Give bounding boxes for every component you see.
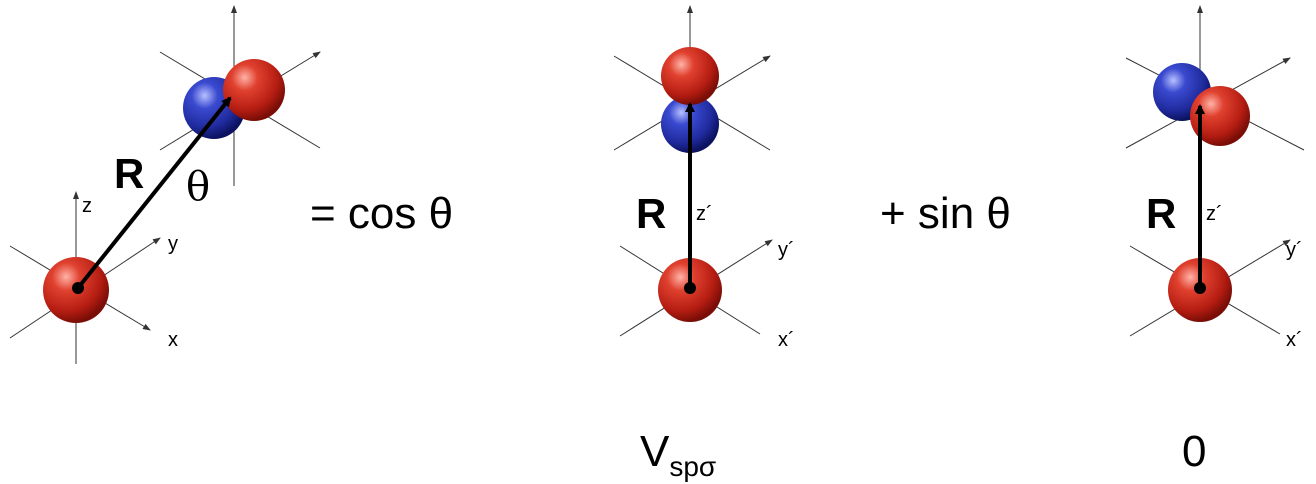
vector-label: R: [114, 150, 144, 197]
angle-label: θ: [186, 164, 210, 210]
bond-vector-arrow: [76, 96, 232, 290]
p-orbital-positive-lobe: [661, 47, 719, 105]
sin-theta-term: + sin θ: [880, 189, 1011, 238]
axis-label-x: x: [168, 329, 178, 351]
axis-label-x: x´: [1286, 329, 1303, 351]
axis-label-y: y: [168, 233, 178, 255]
vector-label: R: [1146, 190, 1176, 237]
vector-label: R: [636, 190, 666, 237]
axis-label-z: z´: [696, 203, 713, 225]
p-orbital-positive-lobe: [223, 59, 285, 121]
panel-3-orthogonal-bond: R z´ y´ x´ 0: [1125, 5, 1305, 476]
result-main: V: [640, 427, 670, 476]
atom-center-dot: [72, 282, 84, 294]
p-orbital-positive-lobe: [1190, 86, 1250, 146]
atom-center-dot: [1194, 282, 1206, 294]
axis-label-z: z´: [1206, 203, 1223, 225]
panel-2-sigma-bond: R z´ y´ x´ Vspσ: [613, 5, 795, 482]
result-subscript: spσ: [669, 451, 716, 482]
panel-1-rotated-bond: R θ z y x: [9, 5, 321, 364]
axis-label-y: y´: [1286, 239, 1303, 261]
axis-label-y: y´: [778, 239, 795, 261]
result-v-sp-sigma: Vspσ: [640, 427, 716, 482]
axis-label-x: x´: [778, 329, 795, 351]
atom-center-dot: [684, 282, 696, 294]
axis-label-z: z: [82, 195, 92, 217]
result-zero: 0: [1182, 427, 1206, 476]
cos-theta-term: = cos θ: [310, 189, 453, 238]
